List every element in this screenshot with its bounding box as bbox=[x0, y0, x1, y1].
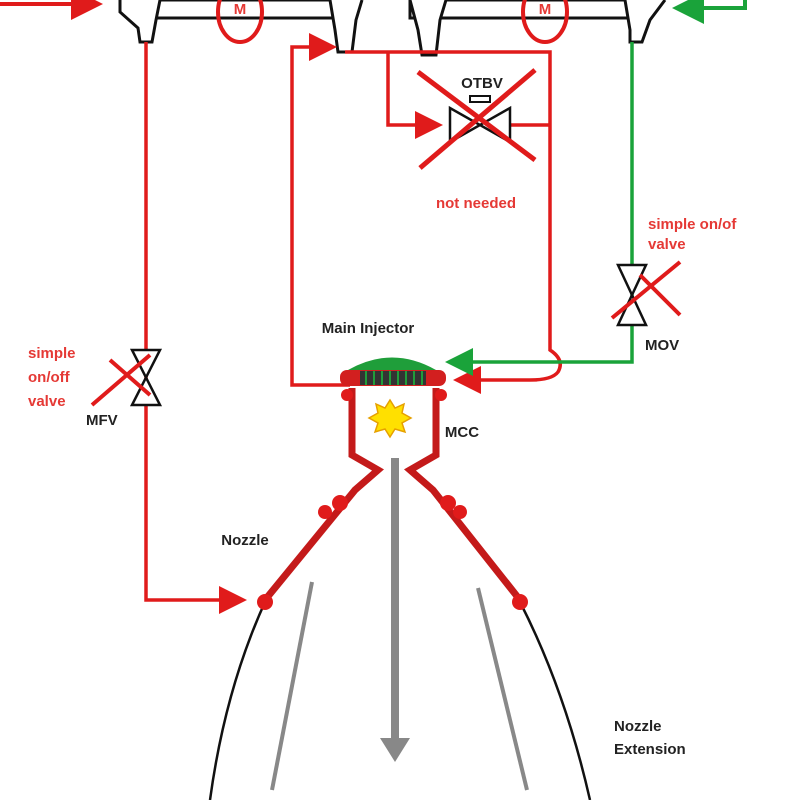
nozzle-extension-right-wall bbox=[518, 601, 592, 800]
flame-icon bbox=[367, 398, 413, 439]
main-injector bbox=[340, 357, 446, 386]
fuel-line-to-nozzle bbox=[144, 42, 247, 614]
injector-dome bbox=[348, 357, 436, 370]
combustion-chamber bbox=[257, 388, 528, 610]
valve-icon bbox=[448, 105, 512, 145]
pump-outlet bbox=[623, 0, 667, 44]
valve-icon bbox=[616, 263, 648, 327]
coolant-port bbox=[440, 495, 456, 511]
mfv-note: valve bbox=[28, 393, 66, 410]
fuel-line-return bbox=[290, 33, 350, 387]
chamber-right-wall bbox=[404, 388, 523, 603]
not-needed-label: not needed bbox=[436, 195, 516, 212]
nozzle-extension-label: Extension bbox=[614, 741, 686, 758]
coolant-port bbox=[318, 505, 332, 519]
pump-symbol: M bbox=[234, 1, 247, 18]
coolant-port bbox=[512, 594, 528, 610]
coolant-port bbox=[341, 389, 353, 401]
otbv-label: OTBV bbox=[461, 75, 503, 92]
coolant-port bbox=[257, 594, 273, 610]
pump-outlet bbox=[328, 0, 364, 54]
mcc-label: MCC bbox=[445, 424, 479, 441]
cross-icon bbox=[90, 353, 152, 407]
motor-icon bbox=[521, 0, 569, 44]
mfv-note: simple bbox=[28, 345, 76, 362]
coolant-port bbox=[435, 389, 447, 401]
nozzle-label: Nozzle bbox=[221, 532, 269, 549]
mfv-label: MFV bbox=[86, 412, 118, 429]
coolant-port bbox=[453, 505, 467, 519]
main-injector-label: Main Injector bbox=[322, 320, 415, 337]
flow-line bbox=[270, 581, 314, 791]
nozzle-extension bbox=[208, 601, 592, 800]
nozzle-extension-left-wall bbox=[208, 601, 267, 800]
mov-note: simple on/of bbox=[648, 216, 737, 233]
injector-elements bbox=[365, 371, 423, 385]
fuel-line-to-injector bbox=[345, 50, 562, 394]
mfv-valve bbox=[90, 348, 163, 407]
mov-note: valve bbox=[648, 236, 686, 253]
cross-icon bbox=[108, 358, 152, 397]
coolant-port bbox=[332, 495, 348, 511]
otbv-valve: OTBV bbox=[416, 68, 537, 170]
mov-label: MOV bbox=[645, 337, 679, 354]
oxidizer-line bbox=[445, 42, 634, 376]
pump-outlet bbox=[118, 0, 162, 44]
motor-icon bbox=[216, 0, 264, 44]
oxidizer-inlet-arrow bbox=[672, 0, 747, 24]
mov-valve bbox=[610, 260, 682, 327]
oxidizer-turbopump: M bbox=[408, 0, 667, 57]
cross-icon bbox=[638, 273, 682, 317]
flow-line bbox=[476, 587, 529, 791]
nozzle-extension-label: Nozzle bbox=[614, 718, 662, 735]
fuel-line-to-otbv bbox=[386, 52, 443, 139]
chamber-left-wall bbox=[262, 388, 384, 603]
valve-actuator bbox=[469, 95, 491, 103]
mfv-note: on/off bbox=[28, 369, 71, 386]
pump-outlet bbox=[408, 0, 448, 57]
injector-face bbox=[360, 371, 426, 385]
cross-icon bbox=[418, 68, 537, 170]
arrow-head-icon bbox=[380, 738, 410, 762]
cross-icon bbox=[416, 70, 537, 162]
fuel-turbopump: M bbox=[118, 0, 364, 54]
pump-symbol: M bbox=[539, 1, 552, 18]
cross-icon bbox=[610, 260, 682, 320]
